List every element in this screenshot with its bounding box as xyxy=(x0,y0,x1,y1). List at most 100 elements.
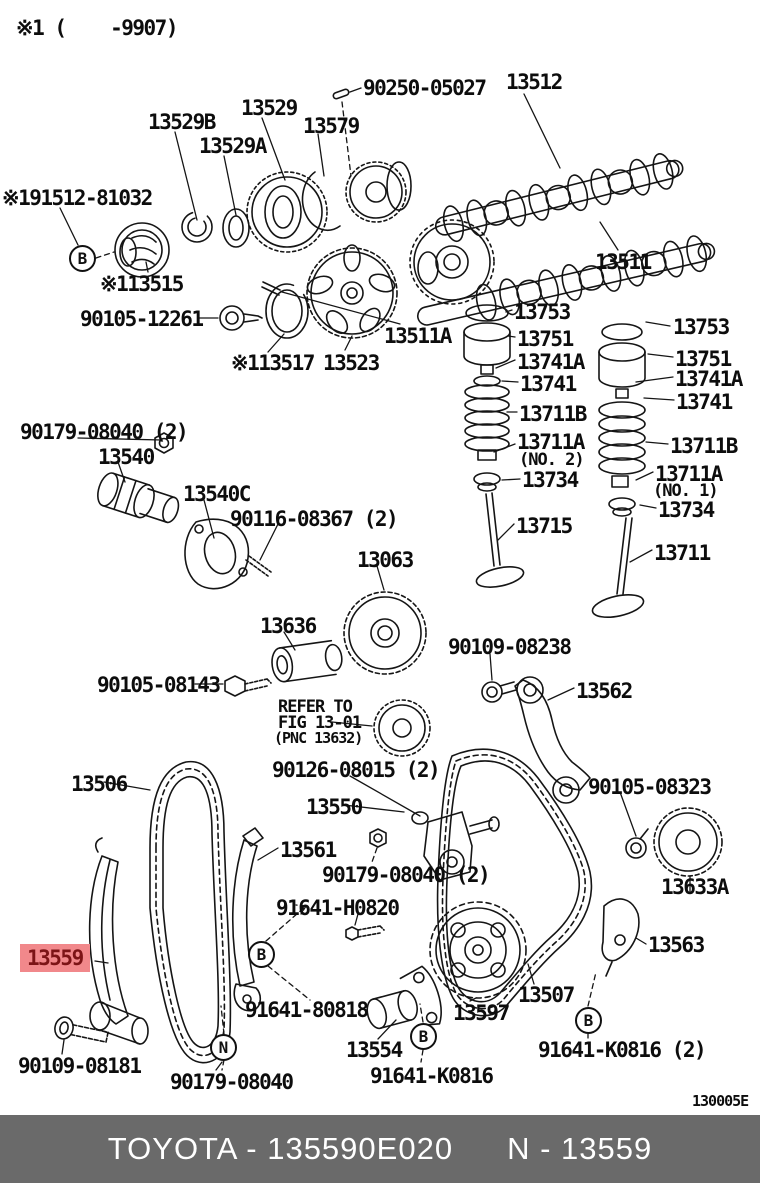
idler-gear-13633A-drawing xyxy=(653,807,723,877)
part-label-13711[interactable]: 13711 xyxy=(654,541,711,565)
part-label-13753-no2[interactable]: 13753 xyxy=(514,300,571,324)
spacer-13636-drawing xyxy=(271,639,343,683)
nut-90179-top-drawing xyxy=(154,432,174,454)
part-label-90109-08238[interactable]: 90109-08238 xyxy=(448,635,572,659)
part-label-13063[interactable]: 13063 xyxy=(357,548,414,572)
ring-113517-drawing xyxy=(265,283,309,339)
part-label-13741A-no1[interactable]: 13741A xyxy=(675,367,743,391)
part-label-13711B-no2[interactable]: 13711B xyxy=(519,402,587,426)
vibration-damper-13563-drawing xyxy=(601,898,640,977)
chain-guide-13559-drawing xyxy=(88,837,149,1045)
part-label-13506[interactable]: 13506 xyxy=(71,772,128,796)
part-label-90179-08040-bottom[interactable]: 90179-08040 xyxy=(170,1070,294,1094)
camshaft-no1-drawing xyxy=(416,235,716,326)
part-label-90109-08181[interactable]: 90109-08181 xyxy=(18,1054,142,1078)
valve-stack-no1-drawing xyxy=(591,323,646,618)
callout-marker-b-top: B xyxy=(69,245,96,272)
part-label-13511[interactable]: 13511 xyxy=(595,250,652,274)
pin-13511A-drawing xyxy=(261,281,281,296)
camshaft-no2-drawing xyxy=(434,152,684,243)
part-label-13741-no2[interactable]: 13741 xyxy=(520,372,577,396)
part-label-13711A-no1[interactable]: 13711A xyxy=(655,462,723,486)
part-label-13734-no2[interactable]: 13734 xyxy=(522,468,579,492)
cam-gear-13579-drawing xyxy=(301,171,341,231)
damper-13554-drawing xyxy=(366,965,442,1030)
crank-sprocket-13597-drawing xyxy=(429,901,527,999)
part-label-13523[interactable]: 13523 xyxy=(323,351,380,375)
part-label-13636[interactable]: 13636 xyxy=(260,614,317,638)
part-label-13741-no1[interactable]: 13741 xyxy=(676,390,733,414)
chain-guide-13561-drawing xyxy=(231,827,264,1012)
stud-90116-drawing xyxy=(245,555,272,577)
refer-note-line2: FIG 13-01 xyxy=(278,713,362,733)
refer-note-line1: REFER TO xyxy=(278,697,353,717)
washer-13529A-drawing xyxy=(222,208,250,248)
diagram-code: 130005E xyxy=(692,1092,749,1110)
part-label-13751-no1[interactable]: 13751 xyxy=(675,347,732,371)
part-label-113515[interactable]: ※113515 xyxy=(100,272,184,296)
part-label-13540[interactable]: 13540 xyxy=(98,445,155,469)
refer-note-line3: (PNC 13632) xyxy=(274,729,363,747)
part-label-13540C[interactable]: 13540C xyxy=(183,482,251,506)
part-label-13633A[interactable]: 13633A xyxy=(661,875,729,899)
part-label-13579[interactable]: 13579 xyxy=(303,114,360,138)
part-label-91641-K0816[interactable]: 91641-K0816 xyxy=(370,1064,494,1088)
valve-stack-no2-drawing xyxy=(463,304,525,588)
part-label-13512[interactable]: 13512 xyxy=(506,70,563,94)
part-label-13563[interactable]: 13563 xyxy=(648,933,705,957)
part-label-13529B[interactable]: 13529B xyxy=(148,110,216,134)
part-label-13741A-no2[interactable]: 13741A xyxy=(517,350,585,374)
part-label-90250-05027[interactable]: 90250-05027 xyxy=(363,76,487,100)
part-label-13597[interactable]: 13597 xyxy=(453,1001,510,1025)
part-label-no2-note: (NO. 2) xyxy=(519,450,585,470)
part-label-13711A-no2[interactable]: 13711A xyxy=(517,430,585,454)
chain-tensioner-13550-drawing xyxy=(411,811,500,881)
part-label-90126-08015[interactable]: 90126-08015 (2) xyxy=(272,758,441,782)
part-label-13561[interactable]: 13561 xyxy=(280,838,337,862)
part-label-13554[interactable]: 13554 xyxy=(346,1038,403,1062)
part-label-191512-81032[interactable]: ※191512-81032 xyxy=(2,186,153,210)
part-label-90179-08040-2-mid[interactable]: 90179-08040 (2) xyxy=(322,863,491,887)
part-label-13559-highlighted[interactable]: 13559 xyxy=(20,944,90,972)
part-label-90116-08367[interactable]: 90116-08367 (2) xyxy=(230,507,399,531)
part-label-13507[interactable]: 13507 xyxy=(518,983,575,1007)
pin-90250-drawing xyxy=(332,88,350,100)
leader-lines-dashed xyxy=(95,101,597,1071)
callout-marker-b-lower: B xyxy=(410,1023,437,1050)
timing-chain-13506-drawing xyxy=(149,760,232,1064)
part-label-91641-80818[interactable]: 91641-80818 xyxy=(245,998,369,1022)
part-label-13711B-no1[interactable]: 13711B xyxy=(670,434,738,458)
part-label-13529[interactable]: 13529 xyxy=(241,96,298,120)
part-label-13753-no1[interactable]: 13753 xyxy=(673,315,730,339)
part-label-91641-H0820[interactable]: 91641-H0820 xyxy=(276,896,400,920)
nut-90179-mid-drawing xyxy=(369,828,387,848)
part-label-113517[interactable]: ※113517 xyxy=(231,351,315,375)
bolt-90105-08143-drawing xyxy=(224,675,272,697)
valve-timing-13540-drawing xyxy=(97,472,180,524)
bolt-90109-08238-drawing xyxy=(481,681,517,703)
part-label-13715[interactable]: 13715 xyxy=(516,514,573,538)
part-label-90105-12261[interactable]: 90105-12261 xyxy=(80,307,204,331)
part-label-13529A[interactable]: 13529A xyxy=(199,134,267,158)
gear-13632-drawing xyxy=(373,699,431,757)
part-label-91641-K0816-2[interactable]: 91641-K0816 (2) xyxy=(538,1038,707,1062)
part-label-13562[interactable]: 13562 xyxy=(576,679,633,703)
part-label-90105-08143[interactable]: 90105-08143 xyxy=(97,673,221,697)
part-label-90105-08323[interactable]: 90105-08323 xyxy=(588,775,712,799)
part-label-no1-note: (NO. 1) xyxy=(653,481,719,501)
tensioner-arm-13562-drawing xyxy=(514,676,591,804)
part-label-13751-no2[interactable]: 13751 xyxy=(517,327,574,351)
part-label-90179-08040-2-top[interactable]: 90179-08040 (2) xyxy=(20,420,189,444)
front-gear-13512-drawing xyxy=(345,161,412,223)
footer-part-number: TOYOTA - 135590E020 xyxy=(107,1131,454,1166)
snap-ring-13529B-drawing xyxy=(181,211,213,243)
part-label-13550[interactable]: 13550 xyxy=(306,795,363,819)
part-label-13734-no1[interactable]: 13734 xyxy=(658,498,715,522)
bolt-90109-08181-drawing xyxy=(54,1016,109,1043)
callout-marker-b-right: B xyxy=(575,1007,602,1034)
part-label-13511A[interactable]: 13511A xyxy=(384,324,452,348)
gasket-13540C-drawing xyxy=(184,518,250,590)
bolt-91641-H0820-drawing xyxy=(345,925,385,941)
